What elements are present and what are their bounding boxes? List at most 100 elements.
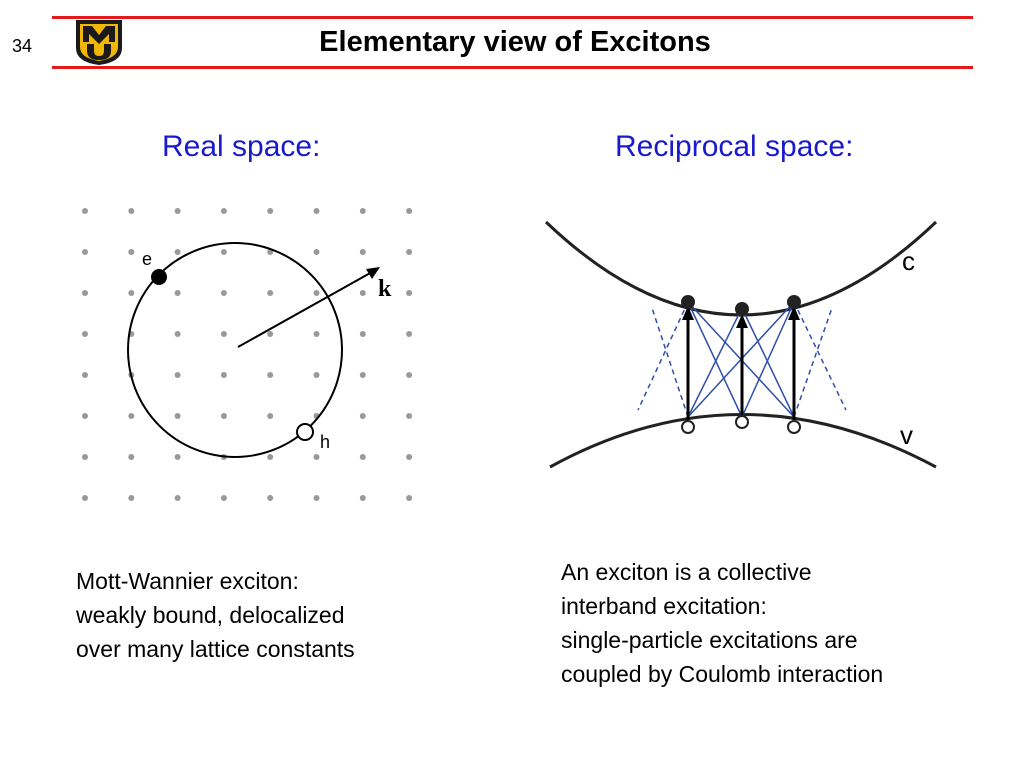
- real-space-caption: Mott-Wannier exciton: weakly bound, delo…: [76, 564, 355, 666]
- lattice-point: [174, 495, 181, 501]
- lattice-point: [220, 249, 227, 255]
- caption-line: An exciton is a collective: [561, 559, 812, 585]
- reciprocal-space-caption: An exciton is a collective interband exc…: [561, 555, 883, 691]
- electron-marker: [151, 269, 167, 285]
- lattice-point: [267, 208, 274, 214]
- hole-state: [681, 420, 695, 434]
- header-bottom-rule: [52, 66, 973, 69]
- electron-state: [681, 295, 695, 309]
- lattice-point: [267, 495, 274, 501]
- lattice-point: [174, 372, 181, 378]
- lattice-point: [128, 413, 135, 419]
- lattice-point: [174, 249, 181, 255]
- hole-label: h: [320, 432, 330, 452]
- lattice-point: [220, 290, 227, 296]
- lattice-point: [406, 208, 413, 214]
- coupling-lines: [637, 301, 847, 418]
- lattice-point: [313, 372, 320, 378]
- lattice-point: [267, 372, 274, 378]
- lattice-point: [220, 208, 227, 214]
- lattice-point: [406, 454, 413, 460]
- lattice-point: [174, 208, 181, 214]
- lattice-point: [128, 495, 135, 501]
- lattice-point: [174, 331, 181, 337]
- hole-marker: [296, 423, 314, 441]
- lattice-point: [359, 372, 366, 378]
- university-logo-icon: [76, 20, 122, 65]
- lattice-point: [406, 372, 413, 378]
- lattice-point: [174, 454, 181, 460]
- exciton-orbit: [127, 242, 343, 458]
- lattice-point: [267, 454, 274, 460]
- conduction-band-label: c: [902, 246, 915, 276]
- lattice-point: [313, 495, 320, 501]
- lattice-point: [359, 290, 366, 296]
- lattice-point: [220, 372, 227, 378]
- caption-line: weakly bound, delocalized: [76, 602, 345, 628]
- electron-state: [735, 302, 749, 316]
- lattice-point: [174, 413, 181, 419]
- arrow-head-icon: [788, 306, 800, 320]
- lattice-point: [313, 249, 320, 255]
- lattice-point: [82, 331, 88, 337]
- lattice-point: [406, 413, 413, 419]
- arrow-head-icon: [366, 267, 380, 279]
- lattice-point: [128, 290, 135, 296]
- reciprocal-space-heading: Reciprocal space:: [615, 130, 854, 163]
- lattice-point: [220, 413, 227, 419]
- arrow-head-icon: [682, 306, 694, 320]
- lattice-point: [313, 331, 320, 337]
- header-top-rule: [52, 16, 973, 19]
- caption-line: Mott-Wannier exciton:: [76, 568, 299, 594]
- lattice-point: [359, 249, 366, 255]
- lattice-point: [220, 331, 227, 337]
- hole-state: [787, 420, 801, 434]
- lattice-point: [267, 413, 274, 419]
- valence-band-label: v: [900, 420, 913, 450]
- lattice-point: [82, 495, 88, 501]
- electron-label: e: [142, 249, 152, 269]
- caption-line: interband excitation:: [561, 593, 767, 619]
- conduction-band-curve: [544, 220, 938, 317]
- transition-arrows: [686, 314, 796, 420]
- lattice-point: [359, 331, 366, 337]
- real-space-diagram: e h k: [82, 208, 413, 501]
- wavevector-label: k: [378, 276, 392, 302]
- lattice-point: [313, 290, 320, 296]
- lattice-point: [359, 495, 366, 501]
- slide-title: Elementary view of Excitons: [319, 26, 711, 58]
- real-space-heading: Real space:: [162, 130, 321, 163]
- slide-number: 34: [12, 36, 33, 56]
- lattice-point: [82, 249, 88, 255]
- lattice-point: [82, 454, 88, 460]
- lattice-point: [128, 249, 135, 255]
- reciprocal-space-diagram: c v: [544, 220, 938, 469]
- lattice-point: [359, 413, 366, 419]
- lattice-point: [82, 290, 88, 296]
- electron-state: [787, 295, 801, 309]
- wavevector-arrow: [237, 271, 373, 348]
- lattice-point: [267, 290, 274, 296]
- hole-state: [735, 415, 749, 429]
- lattice-point: [82, 372, 88, 378]
- arrow-head-icon: [736, 314, 748, 328]
- lattice-point: [313, 454, 320, 460]
- caption-line: single-particle excitations are: [561, 627, 858, 653]
- lattice-point: [82, 413, 88, 419]
- lattice-point: [359, 208, 366, 214]
- lattice-point: [406, 290, 413, 296]
- lattice-point: [220, 495, 227, 501]
- lattice-point: [82, 208, 88, 214]
- lattice-point: [267, 331, 274, 337]
- lattice-point: [406, 331, 413, 337]
- lattice-point: [128, 208, 135, 214]
- lattice-points: [82, 208, 413, 501]
- caption-line: over many lattice constants: [76, 636, 355, 662]
- lattice-point: [359, 454, 366, 460]
- caption-line: coupled by Coulomb interaction: [561, 661, 884, 687]
- lattice-point: [406, 495, 413, 501]
- lattice-point: [313, 208, 320, 214]
- lattice-point: [128, 454, 135, 460]
- lattice-point: [174, 290, 181, 296]
- lattice-point: [406, 249, 413, 255]
